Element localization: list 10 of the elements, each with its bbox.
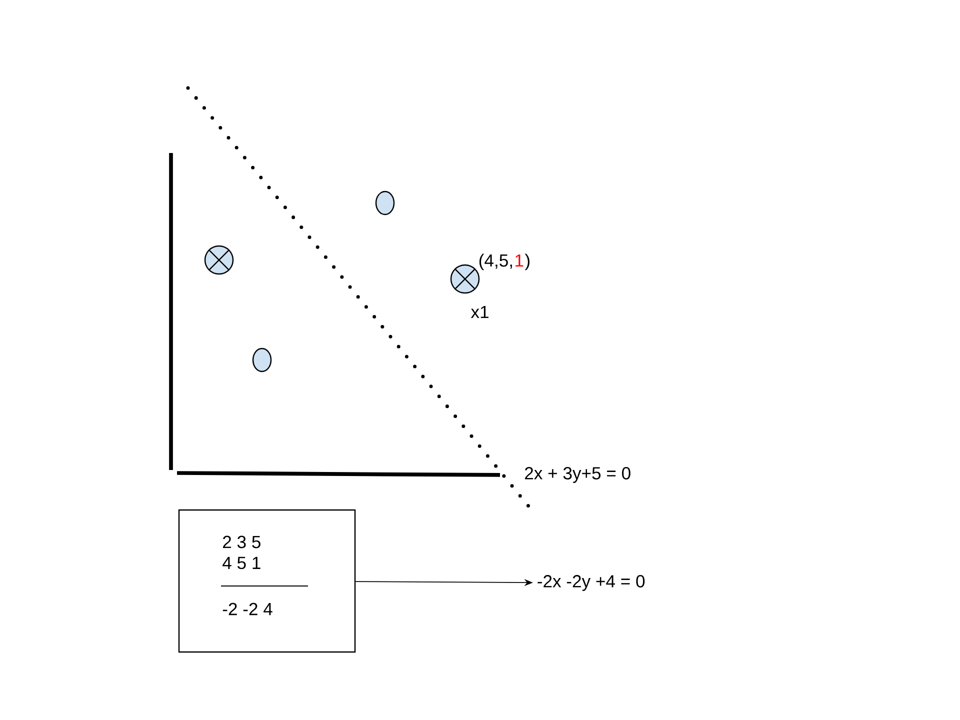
matrix-box xyxy=(178,509,356,653)
line-equation: 2x + 3y+5 = 0 xyxy=(525,467,630,483)
equation-text: -2x -2y +4 = 0 xyxy=(538,575,645,591)
point-name: x1 xyxy=(470,306,488,318)
matrix-row: 4 5 1 xyxy=(222,556,260,570)
closing-parenthesis: ) xyxy=(524,254,530,270)
point-coordinates: (4,5, xyxy=(479,254,512,270)
matrix-row: 2 3 5 xyxy=(223,536,260,548)
matrix-row: -2 -2 4 xyxy=(222,602,272,616)
class-label: 1 xyxy=(516,254,524,267)
